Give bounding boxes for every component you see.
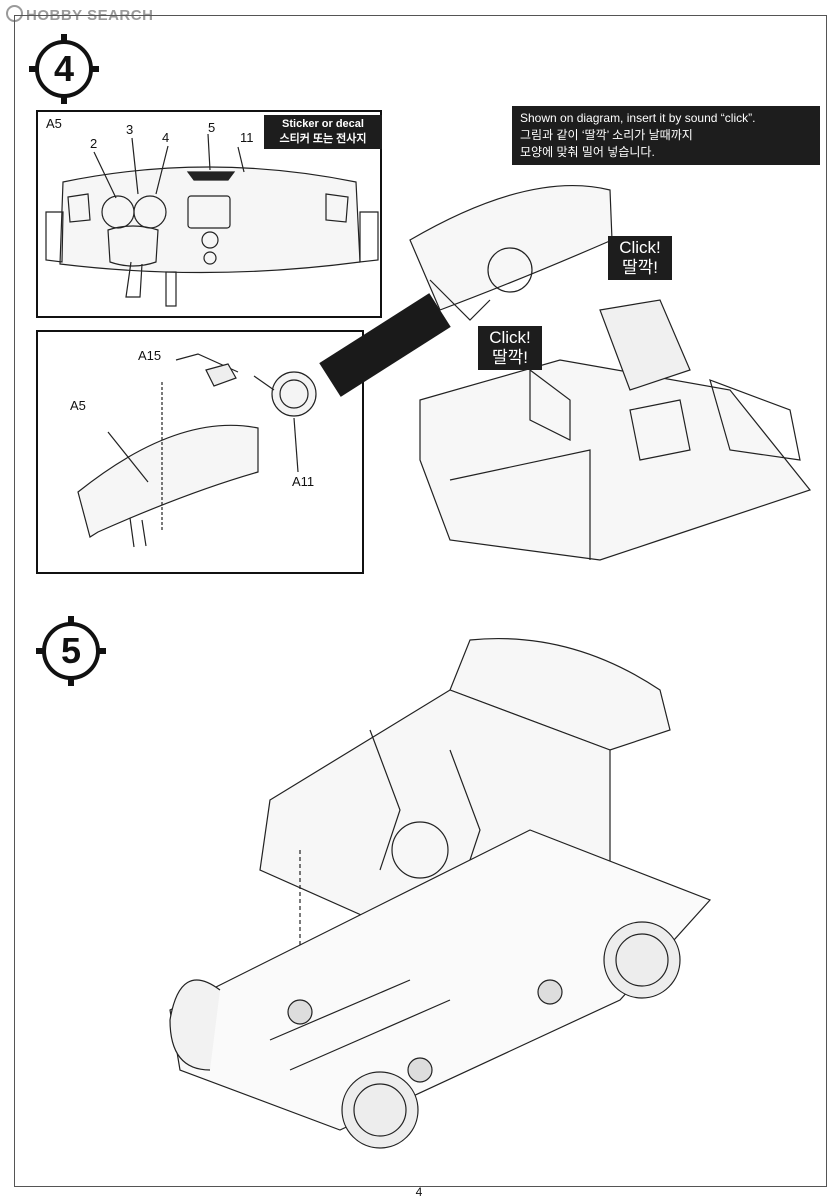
callout-11: 11 [240, 130, 254, 145]
step-5-assembly-drawing [169, 637, 712, 1149]
part-label-a5-dash: A5 [70, 398, 86, 413]
callout-3: 3 [126, 122, 134, 137]
step-5-marker: 5 [36, 616, 106, 686]
step-5-circle: 5 [42, 622, 100, 680]
step-4-assembly-drawing [319, 185, 812, 561]
parts-drawing [77, 353, 317, 548]
callout-2: 2 [90, 136, 98, 151]
decal-label: Sticker or decal 스티커 또는 전사지 [264, 115, 382, 149]
callout-5: 5 [208, 120, 216, 135]
assembly-note: Shown on diagram, insert it by sound “cl… [512, 106, 820, 165]
parts-assembly-panel: A15 A5 A11 [36, 330, 364, 574]
page-border [14, 15, 827, 1187]
click-label-right: Click! 딸깍! [608, 236, 672, 280]
dashboard-drawing [45, 133, 379, 307]
click-label-left: Click! 딸깍! [478, 326, 542, 370]
dashboard-detail-panel: A5 2 3 4 5 11 Sticker or decal 스티커 또는 전사… [36, 110, 382, 318]
part-label-a15: A15 [138, 348, 162, 363]
page-number: 4 [415, 1185, 423, 1199]
callout-4: 4 [162, 130, 170, 145]
step-4-circle: 4 [35, 40, 93, 98]
part-label-a11: A11 [292, 474, 315, 489]
step-4-marker: 4 [29, 34, 99, 104]
part-label-a5: A5 [46, 116, 62, 131]
